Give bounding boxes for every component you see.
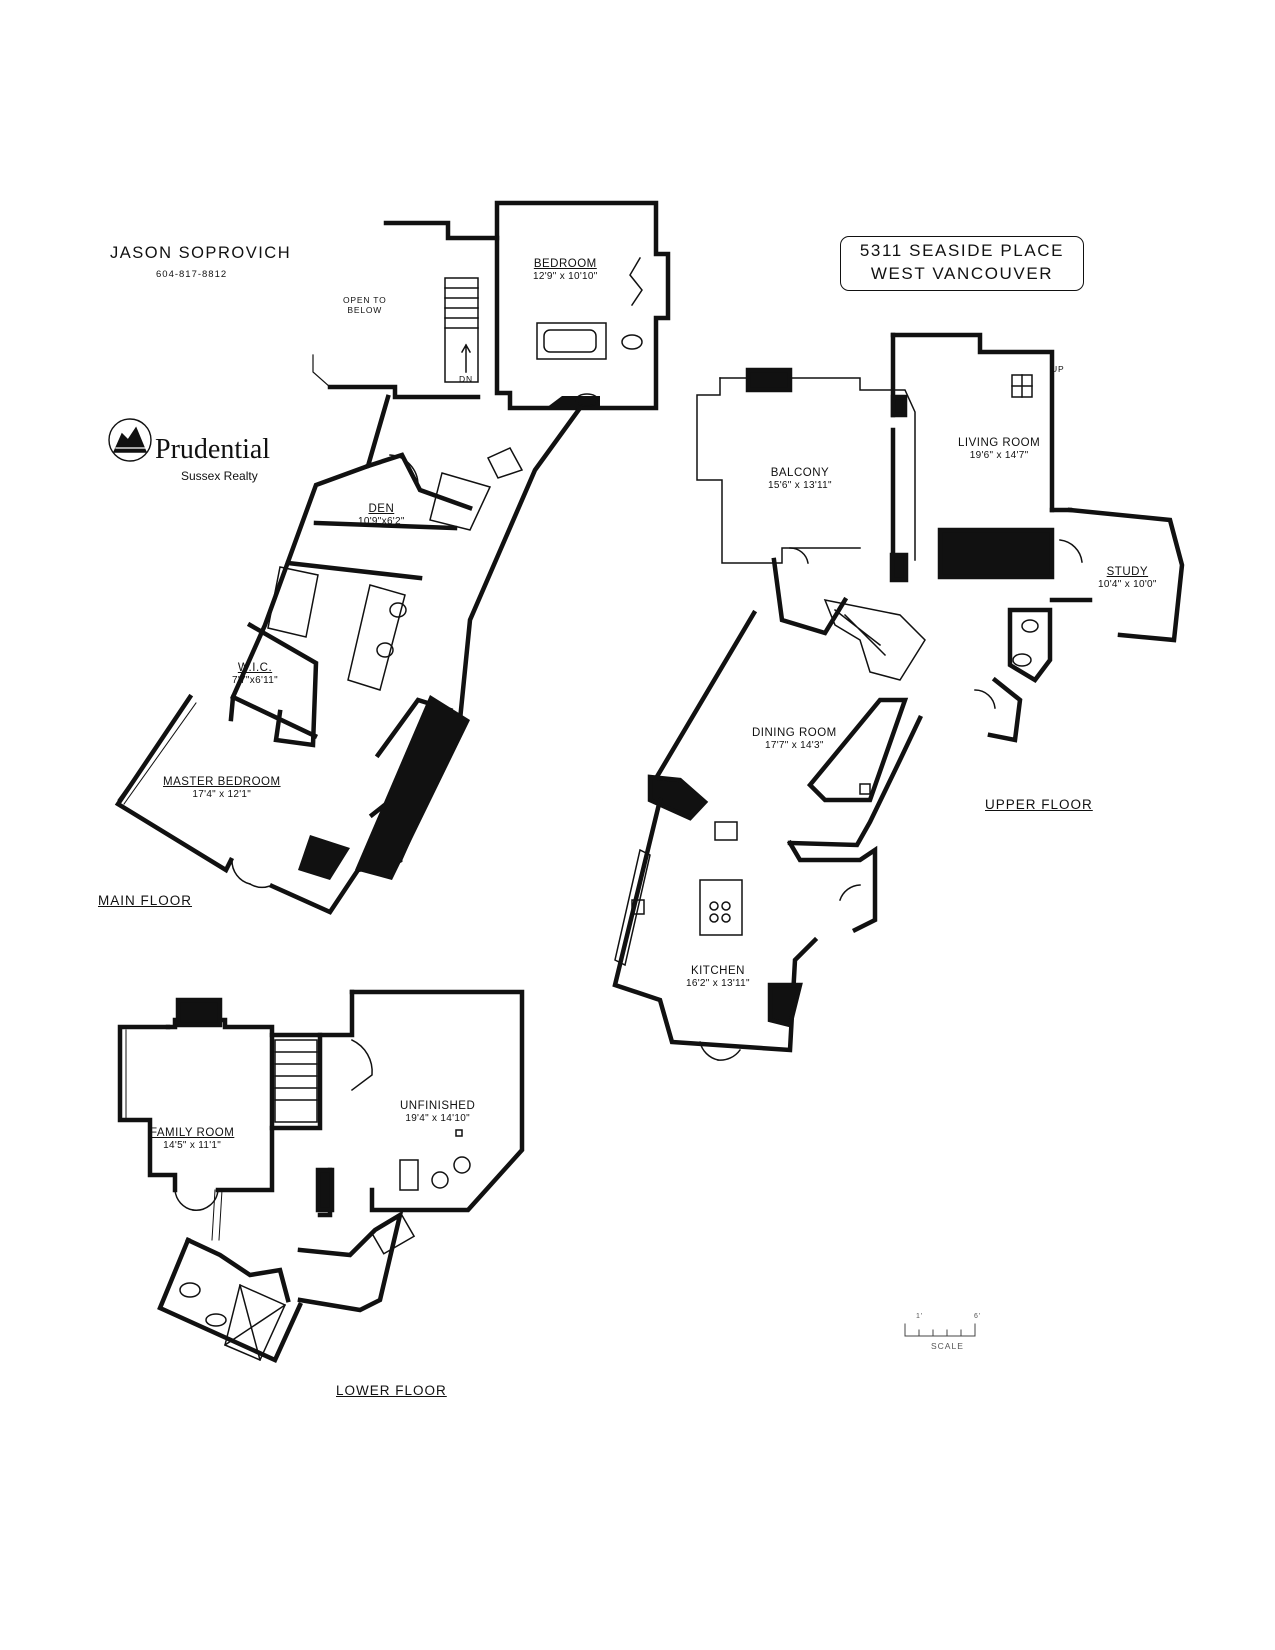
room-name: MASTER BEDROOM (163, 776, 281, 788)
room-den: DEN 10'9"x6'2" (358, 503, 405, 528)
room-wic: W.I.C. 7'7"x6'11" (232, 662, 278, 687)
agent-name: JASON SOPROVICH (110, 244, 292, 262)
address-box: 5311 SEASIDE PLACE WEST VANCOUVER (840, 236, 1084, 291)
address-line-1: 5311 SEASIDE PLACE (859, 241, 1065, 260)
scale-tick-start: 1' (916, 1313, 923, 1320)
room-name: FAMILY ROOM (150, 1127, 235, 1139)
room-name: BEDROOM (533, 258, 597, 270)
room-name: BALCONY (770, 467, 830, 479)
brand-name: Prudential (155, 434, 271, 465)
room-bedroom: BEDROOM 12'9" x 10'10" (533, 258, 598, 283)
main-floor-fixtures (117, 256, 643, 889)
room-name: LIVING ROOM (958, 437, 1041, 449)
stair-down-label: DN (459, 374, 473, 384)
upper-floor-walls (612, 332, 1185, 1053)
room-name: KITCHEN (690, 965, 745, 977)
lower-floor-walls (117, 989, 525, 1363)
scale-tick-end: 6' (974, 1313, 981, 1320)
stair-up-label: UP (1051, 364, 1065, 374)
room-dims: 14'5" x 11'1" (163, 1140, 222, 1152)
room-dims: 19'4" x 14'10" (405, 1113, 470, 1125)
open-to-below-line-2: BELOW (347, 304, 383, 315)
main-floor-title: MAIN FLOOR (98, 893, 193, 908)
room-kitchen: KITCHEN 16'2" x 13'11" (686, 965, 750, 990)
room-unfinished: UNFINISHED 19'4" x 14'10" (400, 1100, 475, 1125)
scale-bar (904, 1323, 976, 1337)
room-balcony: BALCONY 15'6" x 13'11" (768, 467, 832, 492)
scale-label: SCALE (931, 1341, 964, 1351)
agent-phone: 604-817-8812 (156, 269, 228, 280)
open-to-below-label: OPEN TO BELOW (343, 295, 387, 316)
open-to-below-line-1: OPEN TO (343, 295, 387, 305)
address-line-2: WEST VANCOUVER (870, 264, 1054, 283)
room-dims: 16'2" x 13'11" (686, 978, 750, 990)
room-dims: 7'7"x6'11" (232, 675, 278, 687)
room-dims: 17'4" x 12'1" (192, 789, 252, 801)
room-dims: 19'6" x 14'7" (969, 450, 1029, 462)
lower-floor-title: LOWER FLOOR (336, 1383, 447, 1398)
brand-subtitle: Sussex Realty (181, 469, 258, 483)
main-floor-walls (114, 200, 671, 915)
room-dims: 15'6" x 13'11" (768, 480, 832, 492)
room-name: STUDY (1106, 566, 1149, 578)
room-dims: 10'4" x 10'0" (1098, 579, 1157, 591)
room-name: UNFINISHED (400, 1100, 476, 1112)
room-study: STUDY 10'4" x 10'0" (1098, 566, 1157, 591)
prudential-rock-logo (108, 418, 152, 462)
room-dining-room: DINING ROOM 17'7" x 14'3" (752, 727, 837, 752)
lower-floor-fixtures (119, 1026, 471, 1361)
room-dims: 12'9" x 10'10" (533, 271, 598, 283)
room-living-room: LIVING ROOM 19'6" x 14'7" (958, 437, 1040, 462)
room-name: DEN (368, 503, 395, 515)
upper-floor-title: UPPER FLOOR (985, 797, 1093, 812)
upper-floor-fixtures (614, 374, 1083, 1061)
room-master-bedroom: MASTER BEDROOM 17'4" x 12'1" (163, 776, 281, 801)
room-name: W.I.C. (237, 662, 273, 674)
room-name: DINING ROOM (752, 727, 837, 739)
room-dims: 17'7" x 14'3" (764, 740, 824, 752)
room-family-room: FAMILY ROOM 14'5" x 11'1" (150, 1127, 234, 1152)
room-dims: 10'9"x6'2" (358, 516, 405, 528)
